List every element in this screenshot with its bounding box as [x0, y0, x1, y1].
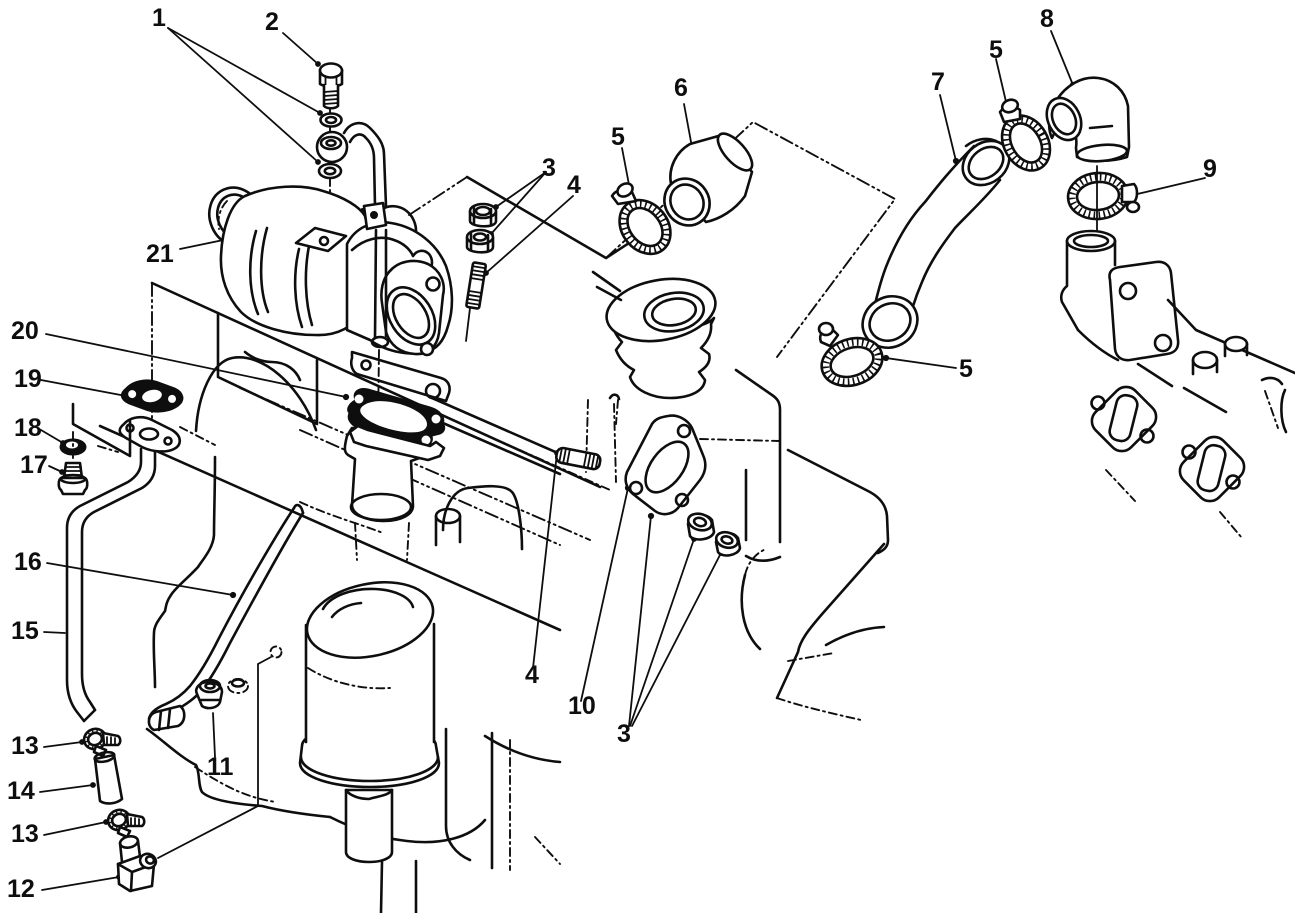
svg-text:8: 8 [1040, 5, 1054, 33]
svg-text:15: 15 [11, 617, 39, 645]
svg-text:21: 21 [146, 240, 174, 268]
svg-text:4: 4 [567, 171, 581, 199]
svg-text:12: 12 [7, 875, 35, 903]
svg-text:16: 16 [14, 548, 42, 576]
svg-text:1: 1 [152, 4, 166, 32]
svg-text:9: 9 [1203, 155, 1217, 183]
svg-text:3: 3 [617, 720, 631, 748]
svg-text:5: 5 [611, 123, 625, 151]
svg-text:10: 10 [568, 692, 596, 720]
svg-text:13: 13 [11, 820, 39, 848]
svg-text:19: 19 [14, 365, 42, 393]
svg-text:7: 7 [931, 68, 945, 96]
svg-text:18: 18 [14, 414, 42, 442]
svg-text:17: 17 [20, 451, 48, 479]
svg-text:3: 3 [542, 154, 556, 182]
svg-text:11: 11 [207, 753, 234, 781]
svg-text:14: 14 [7, 777, 35, 805]
svg-text:2: 2 [265, 8, 279, 36]
svg-text:13: 13 [11, 732, 39, 760]
svg-text:5: 5 [959, 355, 973, 383]
svg-text:5: 5 [989, 36, 1003, 64]
svg-text:4: 4 [525, 661, 539, 689]
svg-text:20: 20 [11, 317, 39, 345]
svg-text:6: 6 [674, 74, 688, 102]
